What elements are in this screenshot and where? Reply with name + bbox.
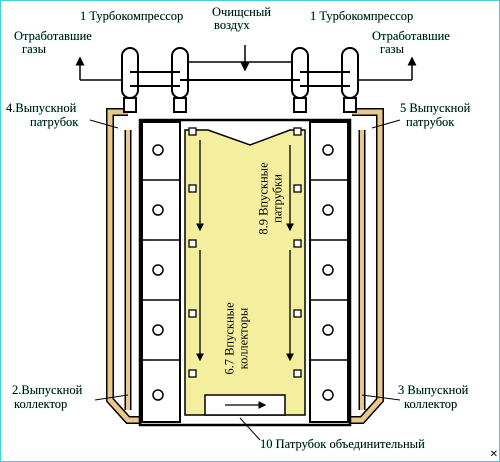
cylinder-ports — [152, 144, 334, 401]
label-inlet-89-2: патрубки — [270, 174, 285, 223]
label-manifold-3-1: 3 Выпускной — [398, 383, 469, 397]
label-exhaust-left-1: Отработавшие — [14, 29, 92, 43]
label-exhaust-left-2: газы — [22, 42, 47, 56]
label-outlet-5-1: 5 Выпускной — [400, 101, 471, 115]
label-turbocharger-left: 1 Турбокомпрессор — [80, 9, 184, 23]
label-exhaust-right-1: Отработавшие — [372, 29, 450, 43]
label-manifold-3-2: коллектор — [404, 397, 458, 411]
label-clean-air-1: Очищсный — [212, 5, 271, 19]
turbocharger-left — [121, 47, 189, 113]
label-intake-67-1: 6.7 Впускные — [222, 302, 237, 375]
intake-ports — [188, 127, 302, 378]
label-clean-air-2: воздух — [214, 18, 250, 32]
label-manifold-2-1: 2.Выпускной — [12, 383, 83, 397]
corner-mark: ✕ — [489, 449, 498, 460]
label-connector-10: 10 Патрубок объединительный — [260, 437, 425, 451]
label-intake-67-2: коллекторы — [236, 307, 251, 370]
label-outlet-4-2: патрубок — [30, 115, 79, 129]
label-outlet-5-2: патрубок — [406, 115, 455, 129]
label-turbocharger-right: 1 Турбокомпрессор — [310, 9, 414, 23]
turbocharger-right — [291, 47, 359, 113]
label-outlet-4-1: 4.Выпускной — [6, 101, 77, 115]
label-manifold-2-2: коллектор — [14, 397, 68, 411]
label-inlet-89-1: 8.9 Впускные — [256, 162, 271, 235]
label-exhaust-right-2: газы — [380, 42, 405, 56]
